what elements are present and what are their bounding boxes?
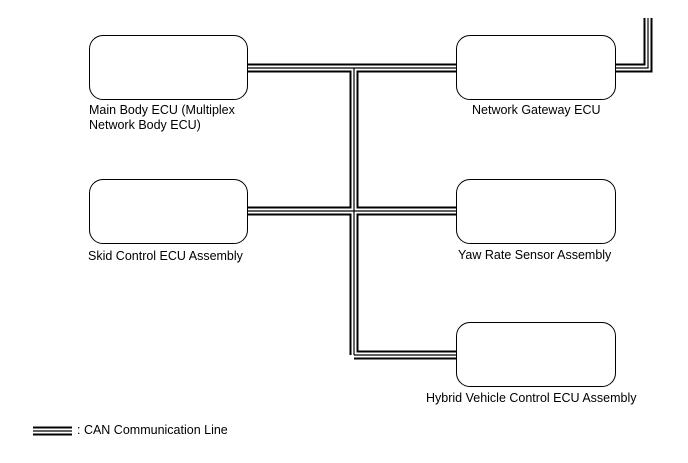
hybrid-vehicle-ecu-box (456, 322, 616, 387)
legend-text: : CAN Communication Line (77, 423, 228, 437)
network-gateway-ecu-box (456, 35, 616, 100)
yaw-rate-sensor-label: Yaw Rate Sensor Assembly (458, 248, 612, 262)
main-body-ecu-label: Main Body ECU (Multiplex Network Body EC… (89, 103, 235, 132)
bus-gateway-external (615, 18, 653, 73)
skid-control-ecu-box (89, 179, 248, 244)
skid-control-ecu-label: Skid Control ECU Assembly (88, 249, 243, 263)
network-gateway-ecu-label: Network Gateway ECU (472, 103, 601, 117)
hybrid-vehicle-ecu-label: Hybrid Vehicle Control ECU Assembly (426, 391, 637, 405)
main-body-ecu-box (89, 35, 248, 100)
yaw-rate-sensor-box (456, 179, 616, 244)
